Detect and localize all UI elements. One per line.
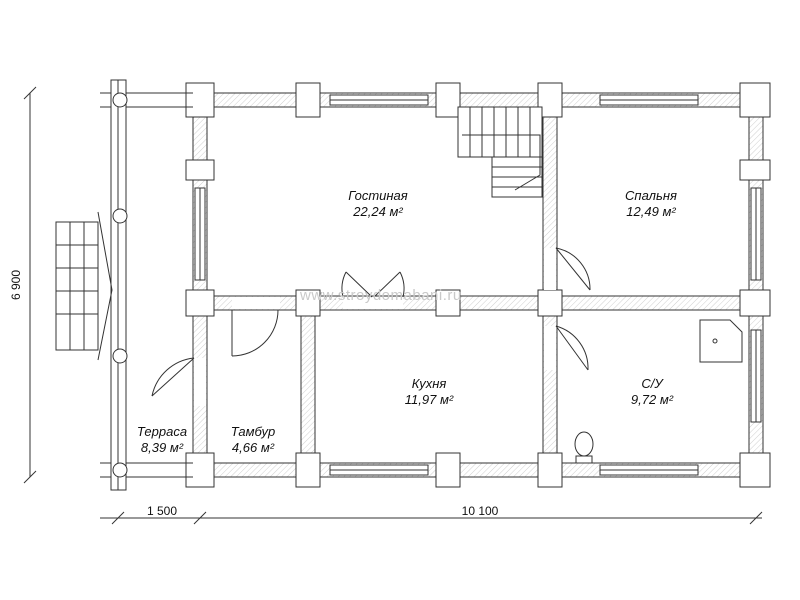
room-area-vestibule: 4,66 м²	[232, 440, 275, 455]
door-openings	[194, 248, 556, 406]
room-name-terrace: Терраса	[137, 424, 187, 439]
dimension-house-width: 10 100	[462, 504, 499, 518]
dimension-lines	[23, 86, 763, 525]
log-ends	[185, 82, 771, 488]
room-area-bathroom: 9,72 м²	[631, 392, 674, 407]
doors	[151, 247, 591, 397]
room-area-living: 22,24 м²	[352, 204, 403, 219]
terrace	[55, 79, 193, 491]
windows	[194, 94, 762, 476]
staircase	[457, 106, 543, 198]
room-area-bedroom: 12,49 м²	[626, 204, 676, 219]
dimension-height: 6 900	[9, 270, 23, 300]
toilet-icon	[574, 431, 594, 457]
room-area-terrace: 8,39 м²	[141, 440, 184, 455]
room-area-kitchen: 11,97 м²	[405, 392, 454, 407]
room-labels: Гостиная 22,24 м² Спальня 12,49 м² Кухня…	[137, 188, 677, 455]
room-name-living: Гостиная	[348, 188, 408, 203]
room-name-bathroom: С/У	[641, 376, 664, 391]
shower-tray	[699, 319, 743, 363]
fixtures	[574, 319, 743, 464]
room-name-vestibule: Тамбур	[231, 424, 276, 439]
dimension-terrace-width: 1 500	[147, 504, 177, 518]
room-name-kitchen: Кухня	[412, 376, 447, 391]
room-name-bedroom: Спальня	[625, 188, 677, 203]
watermark: www.stroydomabani.ru	[299, 287, 462, 304]
